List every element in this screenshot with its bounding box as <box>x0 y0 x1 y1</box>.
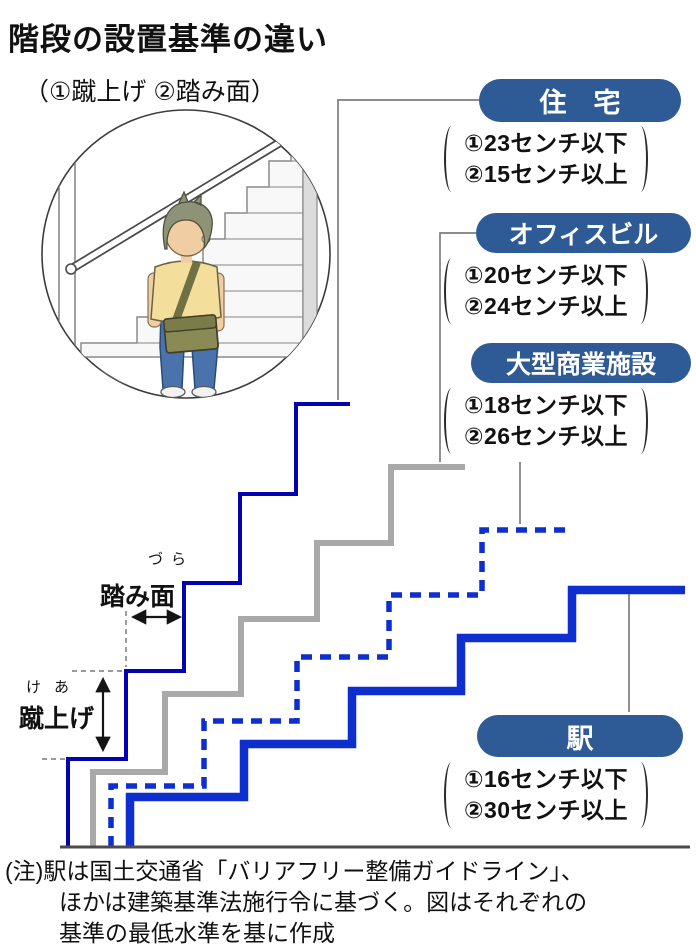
rules-office: ①20センチ以下 ②24センチ以上 <box>444 258 649 324</box>
tread-furigana: づら <box>148 551 195 568</box>
shoulder-bag <box>163 314 219 354</box>
riser-rule: ①16センチ以下 <box>464 766 629 792</box>
person-hair <box>162 190 213 250</box>
person <box>147 190 225 398</box>
stairwell-illustration <box>41 109 331 399</box>
bag-strap <box>171 260 201 325</box>
riser-rule: ①20センチ以下 <box>464 262 629 288</box>
riser-furigana: けあ <box>26 679 83 696</box>
riser-rule: ①23センチ以下 <box>464 130 629 156</box>
paren-left <box>444 762 459 828</box>
category-pill-station: 駅 <box>477 715 683 757</box>
stair-line-office <box>90 464 465 847</box>
person-neck <box>181 251 192 263</box>
paren-left <box>444 126 459 192</box>
person-shoe-left <box>160 385 186 398</box>
rules-mall: ①18センチ以下 ②26センチ以上 <box>444 388 649 454</box>
tread-rule: ②15センチ以上 <box>464 161 629 187</box>
tread-rule: ②30センチ以上 <box>464 797 629 823</box>
rules-housing: ①23センチ以下 ②15センチ以上 <box>444 126 649 192</box>
paren-left <box>444 258 459 324</box>
paren-right <box>633 388 649 454</box>
paren-right <box>633 762 649 828</box>
tread-rule: ②26センチ以上 <box>464 423 629 449</box>
tread-rule: ②24センチ以上 <box>464 293 629 319</box>
footnote-line: ほかは建築基準法施行令に基づく。図はそれぞれの <box>59 889 588 915</box>
riser-rule: ①18センチ以下 <box>464 392 629 418</box>
paren-left <box>444 388 459 454</box>
tread-label: 踏み面 <box>100 583 176 611</box>
paren-right <box>633 126 649 192</box>
category-pill-housing: 住 宅 <box>479 79 681 122</box>
category-pill-office: オフィスビル <box>476 213 691 253</box>
category-pill-mall: 大型商業施設 <box>471 343 691 383</box>
page-title: 階段の設置基準の違い <box>8 22 328 57</box>
stair-stringer-right <box>302 130 318 362</box>
stair-line-housing <box>66 402 350 847</box>
footnote-line: 基準の最低水準を基に作成 <box>59 920 335 946</box>
rules-station: ①16センチ以下 ②30センチ以上 <box>444 762 649 828</box>
footnote-line: (注)駅は国土交通省「バリアフリー整備ガイドライン」、 <box>5 858 584 884</box>
legend-note: （①蹴上げ ②踏み面） <box>24 78 276 106</box>
paren-right <box>633 258 649 324</box>
riser-label: 蹴上げ <box>19 705 95 733</box>
footnote: (注)駅は国土交通省「バリアフリー整備ガイドライン」、 ほかは建築基準法施行令に… <box>5 856 587 949</box>
